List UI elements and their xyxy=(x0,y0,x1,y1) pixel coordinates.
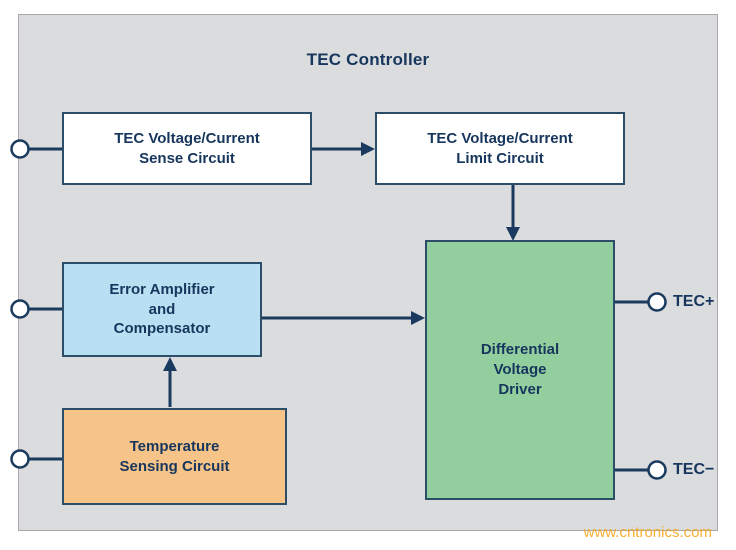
label-tec-plus: TEC+ xyxy=(673,293,715,310)
block-limit-circuit: TEC Voltage/Current Limit Circuit xyxy=(375,112,625,185)
block-label-line: Sense Circuit xyxy=(139,149,235,167)
block-label-line: Temperature xyxy=(129,437,220,455)
watermark-text: www.cntronics.com xyxy=(583,524,712,541)
block-label-line: TEC Voltage/Current xyxy=(427,129,573,147)
block-differential-driver: Differential Voltage Driver xyxy=(425,240,615,500)
block-label-line: Driver xyxy=(498,380,542,398)
block-label-line: and xyxy=(148,300,176,318)
block-error-amplifier: Error Amplifier and Compensator xyxy=(62,262,262,357)
block-label-line: Error Amplifier xyxy=(109,280,215,298)
block-label-line: Voltage xyxy=(493,361,547,379)
block-label-line: Sensing Circuit xyxy=(119,457,230,475)
block-label-line: TEC Voltage/Current xyxy=(114,129,260,147)
label-tec-minus: TEC− xyxy=(673,461,715,478)
diagram-title: TEC Controller xyxy=(306,50,430,69)
block-label-line: Compensator xyxy=(113,320,211,338)
block-label-line: Limit Circuit xyxy=(456,149,544,167)
block-temperature-sensing: Temperature Sensing Circuit xyxy=(62,408,287,505)
block-sense-circuit: TEC Voltage/Current Sense Circuit xyxy=(62,112,312,185)
block-label-line: Differential xyxy=(480,341,560,359)
